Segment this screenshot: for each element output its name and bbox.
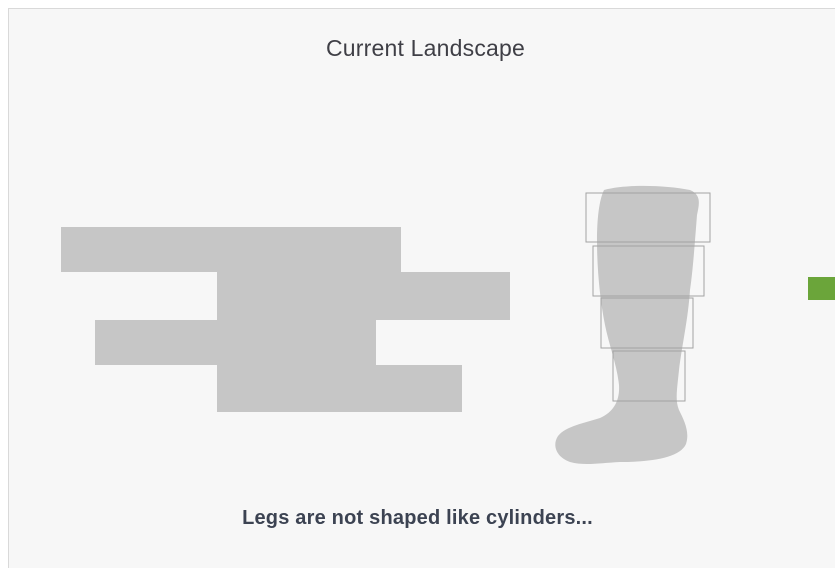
block-bar-core xyxy=(217,227,376,412)
leg-shape xyxy=(555,186,699,464)
slide-caption: Legs are not shaped like cylinders... xyxy=(0,507,835,530)
stepped-block-shape xyxy=(61,227,510,412)
leg-silhouette-icon xyxy=(555,186,710,464)
green-accent-shape xyxy=(808,277,835,300)
